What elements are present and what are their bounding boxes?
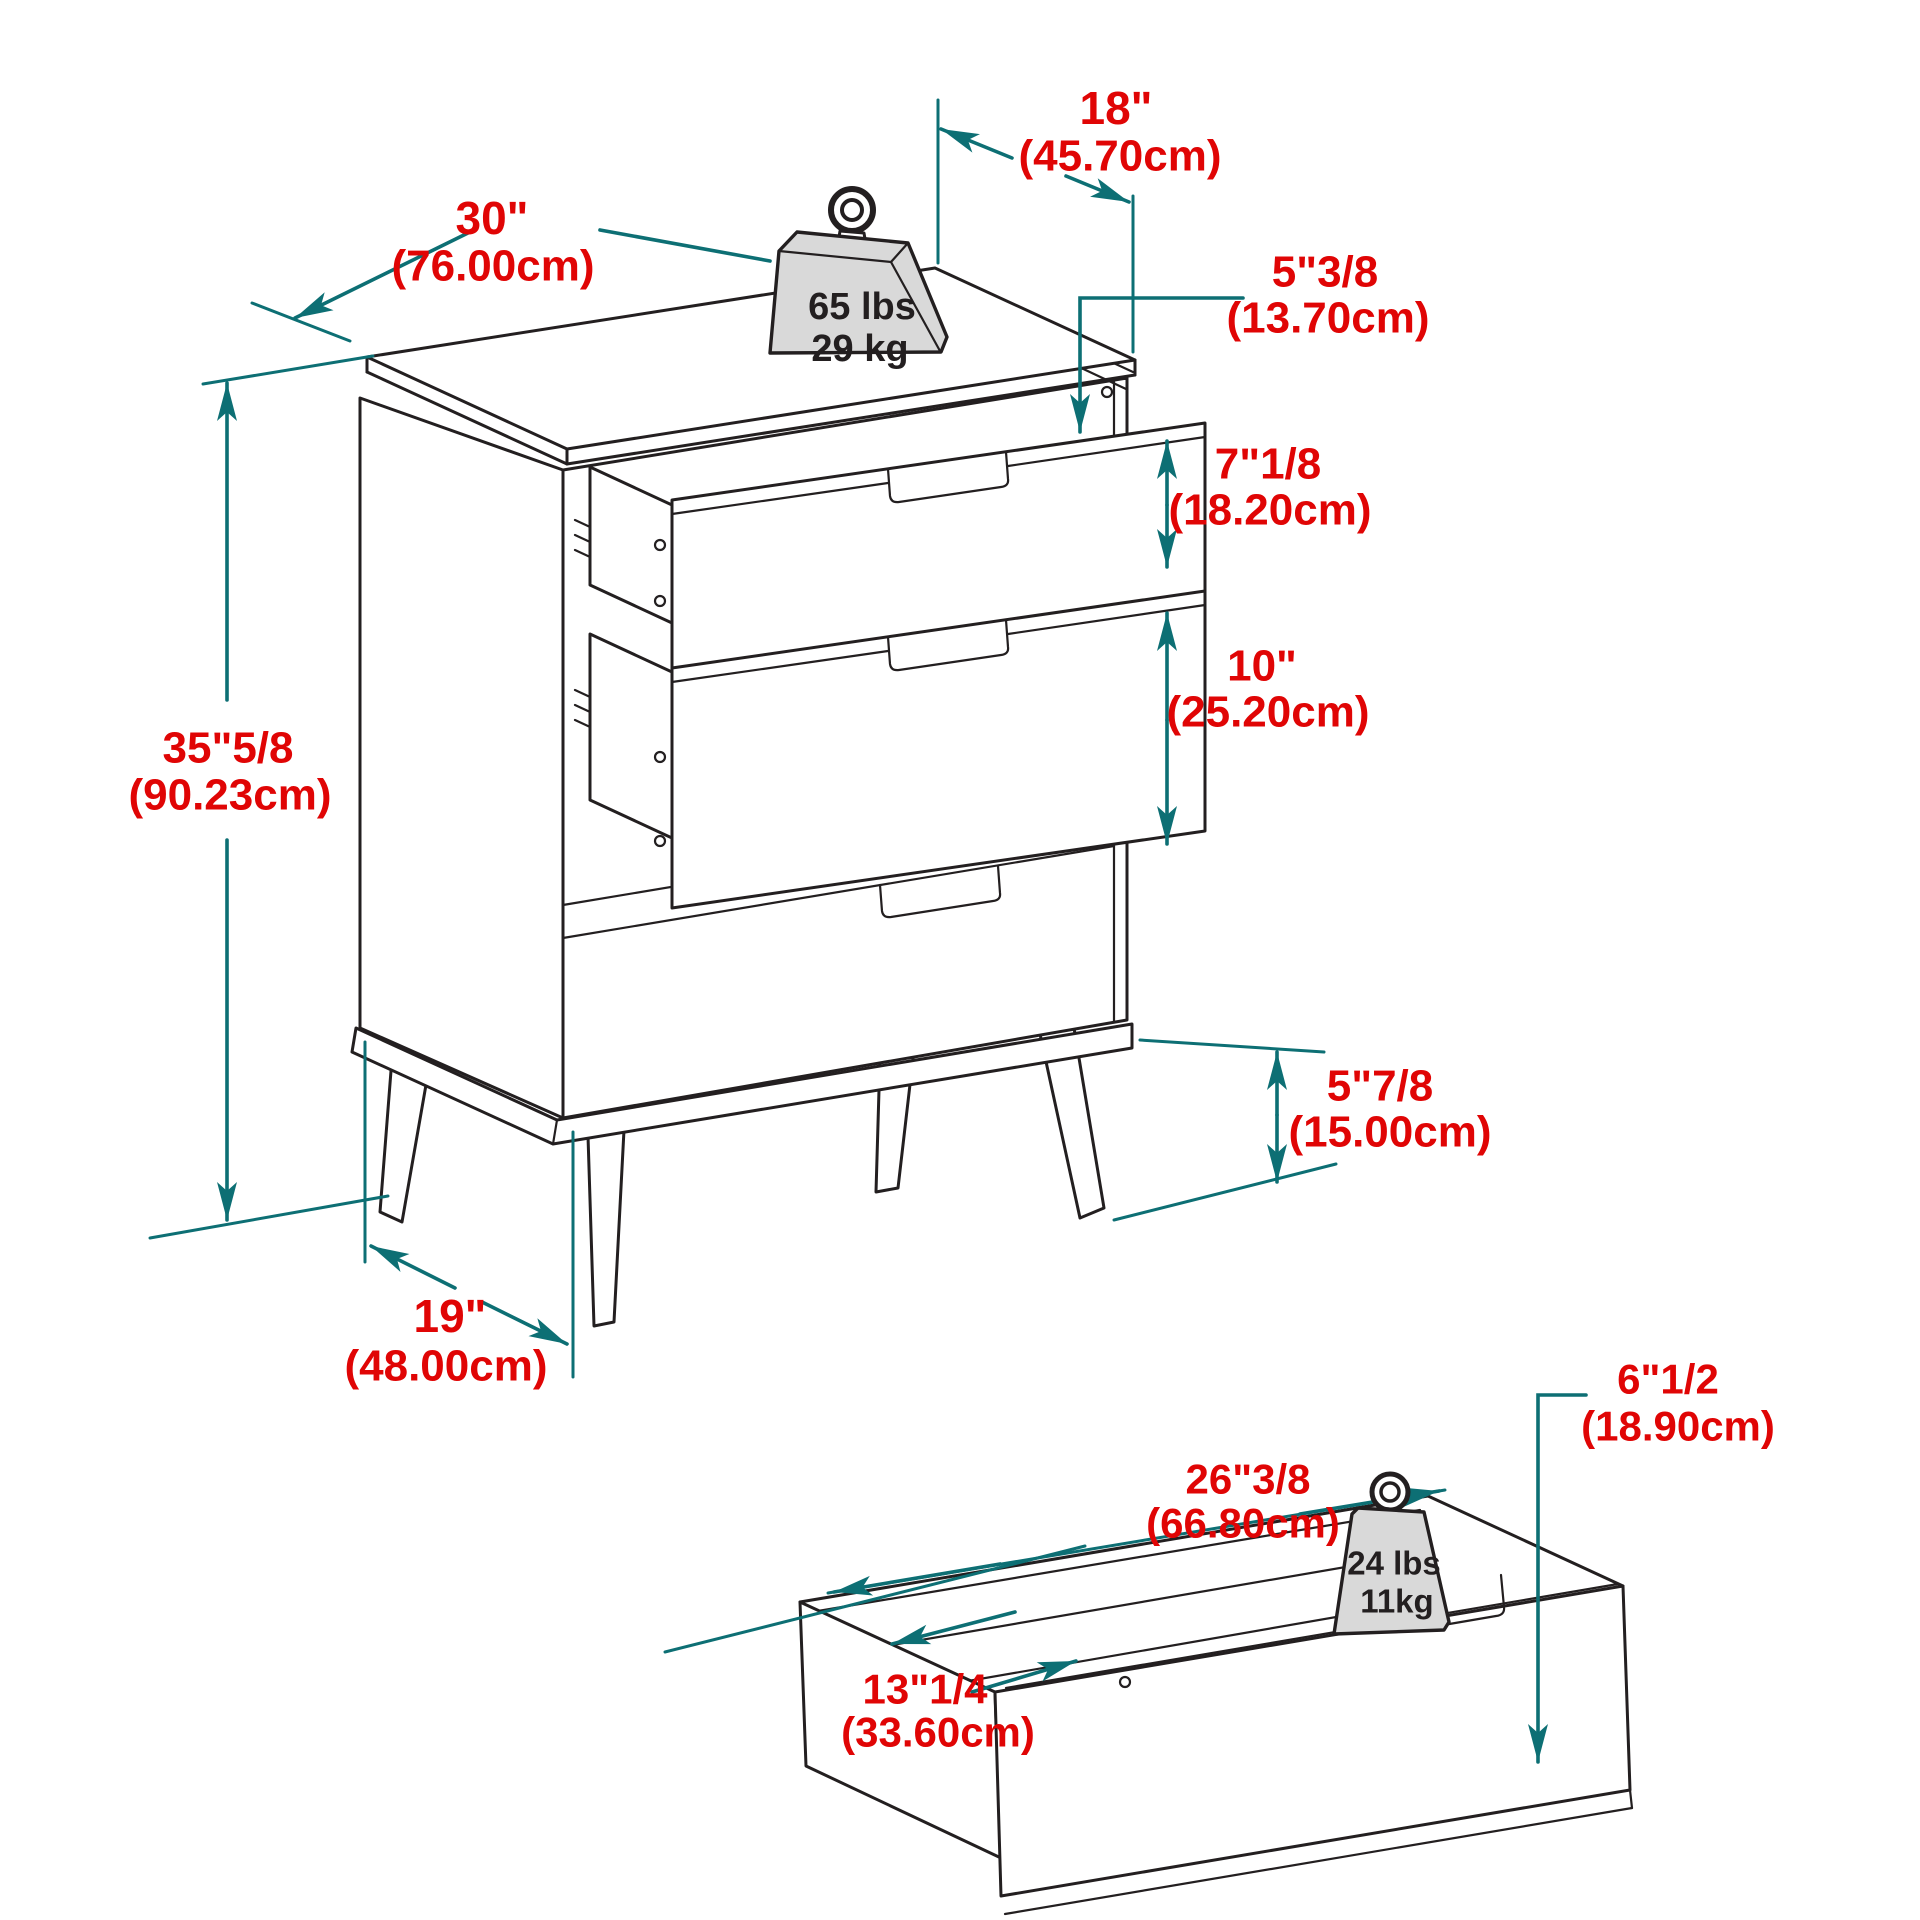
leg-front-left (586, 1128, 626, 1328)
dim-width-inches-label: 30" (456, 192, 529, 244)
screw (653, 834, 667, 848)
dim-leg-height-inches-label: 5"7/8 (1327, 1062, 1434, 1111)
dim-total-height-cm-label: (90.23cm) (128, 771, 331, 820)
dim-drawer2-inches-label: 10" (1227, 642, 1297, 691)
screw (653, 538, 667, 552)
dim-drawer-width: 26"3/8 (66.80cm) (826, 1456, 1447, 1596)
weight-body (1332, 1506, 1451, 1636)
dim-drawer1-height: 7"1/8 (18.20cm) (1157, 439, 1372, 569)
screw (1118, 1675, 1132, 1689)
dim-base-depth: 19" (48.00cm) (344, 1040, 575, 1391)
dim-top-depth-inches-label: 18" (1080, 82, 1153, 134)
drawer1-handle-cutout (886, 450, 1010, 504)
dim-drawer-height-inches-label: 6"1/2 (1617, 1356, 1719, 1403)
drawer-detail-dimensions: 26"3/8 (66.80cm) 6"1/2 (18.90cm) 13"1/4 … (663, 1356, 1775, 1764)
dim-drawer1-inches-label: 7"1/8 (1215, 440, 1322, 489)
dim-drawer-width-cm-label: (66.80cm) (1146, 1500, 1340, 1547)
bottom-drawer-handle-cutout (878, 864, 1002, 919)
dim-base-depth-inches-label: 19" (414, 1290, 487, 1342)
drawer2-handle-cutout (886, 618, 1010, 672)
side-panel-left (358, 396, 565, 1120)
dim-width: 30" (76.00cm) (250, 192, 772, 343)
dim-drawer1-cm-label: (18.20cm) (1168, 486, 1371, 535)
dresser-weight-kg-label: 29 kg (811, 328, 908, 370)
drawer-detail-drawing (798, 1494, 1634, 1916)
dim-top-frame-cm-label: (13.70cm) (1226, 294, 1429, 343)
dresser-dimensions: 30" (76.00cm) 18" (45.70cm) 5"3/8 (13.70… (128, 82, 1491, 1391)
dim-top-depth: 18" (45.70cm) (936, 82, 1222, 354)
dim-drawer-width-inches-label: 26"3/8 (1185, 1456, 1310, 1503)
rail-line-lower (561, 844, 1116, 940)
dim-leg-height-cm-label: (15.00cm) (1288, 1108, 1491, 1157)
dresser-top (365, 266, 1137, 466)
dim-drawer2-height: 10" (25.20cm) (1157, 611, 1370, 846)
dim-drawer-depth-cm-label: (33.60cm) (841, 1709, 1035, 1756)
screw-back-right (1100, 385, 1114, 399)
dim-drawer-depth-inches-label: 13"1/4 (862, 1666, 988, 1713)
dim-drawer-height: 6"1/2 (18.90cm) (1528, 1356, 1775, 1764)
dim-width-cm-label: (76.00cm) (391, 242, 594, 291)
drawer-detail-front (993, 1584, 1632, 1898)
dim-base-depth-cm-label: (48.00cm) (344, 1342, 547, 1391)
dresser-weight-icon: 65 lbs 29 kg (768, 186, 949, 370)
base-slab (350, 1022, 1134, 1146)
dim-top-depth-cm-label: (45.70cm) (1018, 132, 1221, 181)
dim-top-frame-inches-label: 5"3/8 (1272, 248, 1379, 297)
dim-leg-height: 5"7/8 (15.00cm) (1112, 1038, 1492, 1222)
dresser-drawing (350, 266, 1207, 1328)
dim-drawer-height-cm-label: (18.90cm) (1581, 1403, 1775, 1450)
drawer-weight-kg-label: 11kg (1360, 1583, 1433, 1620)
dim-total-height: 35"5/8 (90.23cm) (128, 354, 390, 1240)
dim-drawer-depth: 13"1/4 (33.60cm) (663, 1544, 1087, 1756)
drawer-weight-lbs-label: 24 lbs (1347, 1545, 1441, 1582)
drawer-rails (573, 465, 674, 848)
dim-total-height-inches-label: 35"5/8 (163, 724, 294, 773)
drawer-weight-icon: 24 lbs 11kg (1332, 1471, 1451, 1636)
screw (653, 750, 667, 764)
screw (653, 594, 667, 608)
dim-drawer2-cm-label: (25.20cm) (1166, 688, 1369, 737)
dresser-weight-lbs-label: 65 lbs (808, 286, 916, 328)
dim-top-frame: 5"3/8 (13.70cm) (1070, 248, 1430, 434)
drawer2-front (670, 589, 1207, 910)
